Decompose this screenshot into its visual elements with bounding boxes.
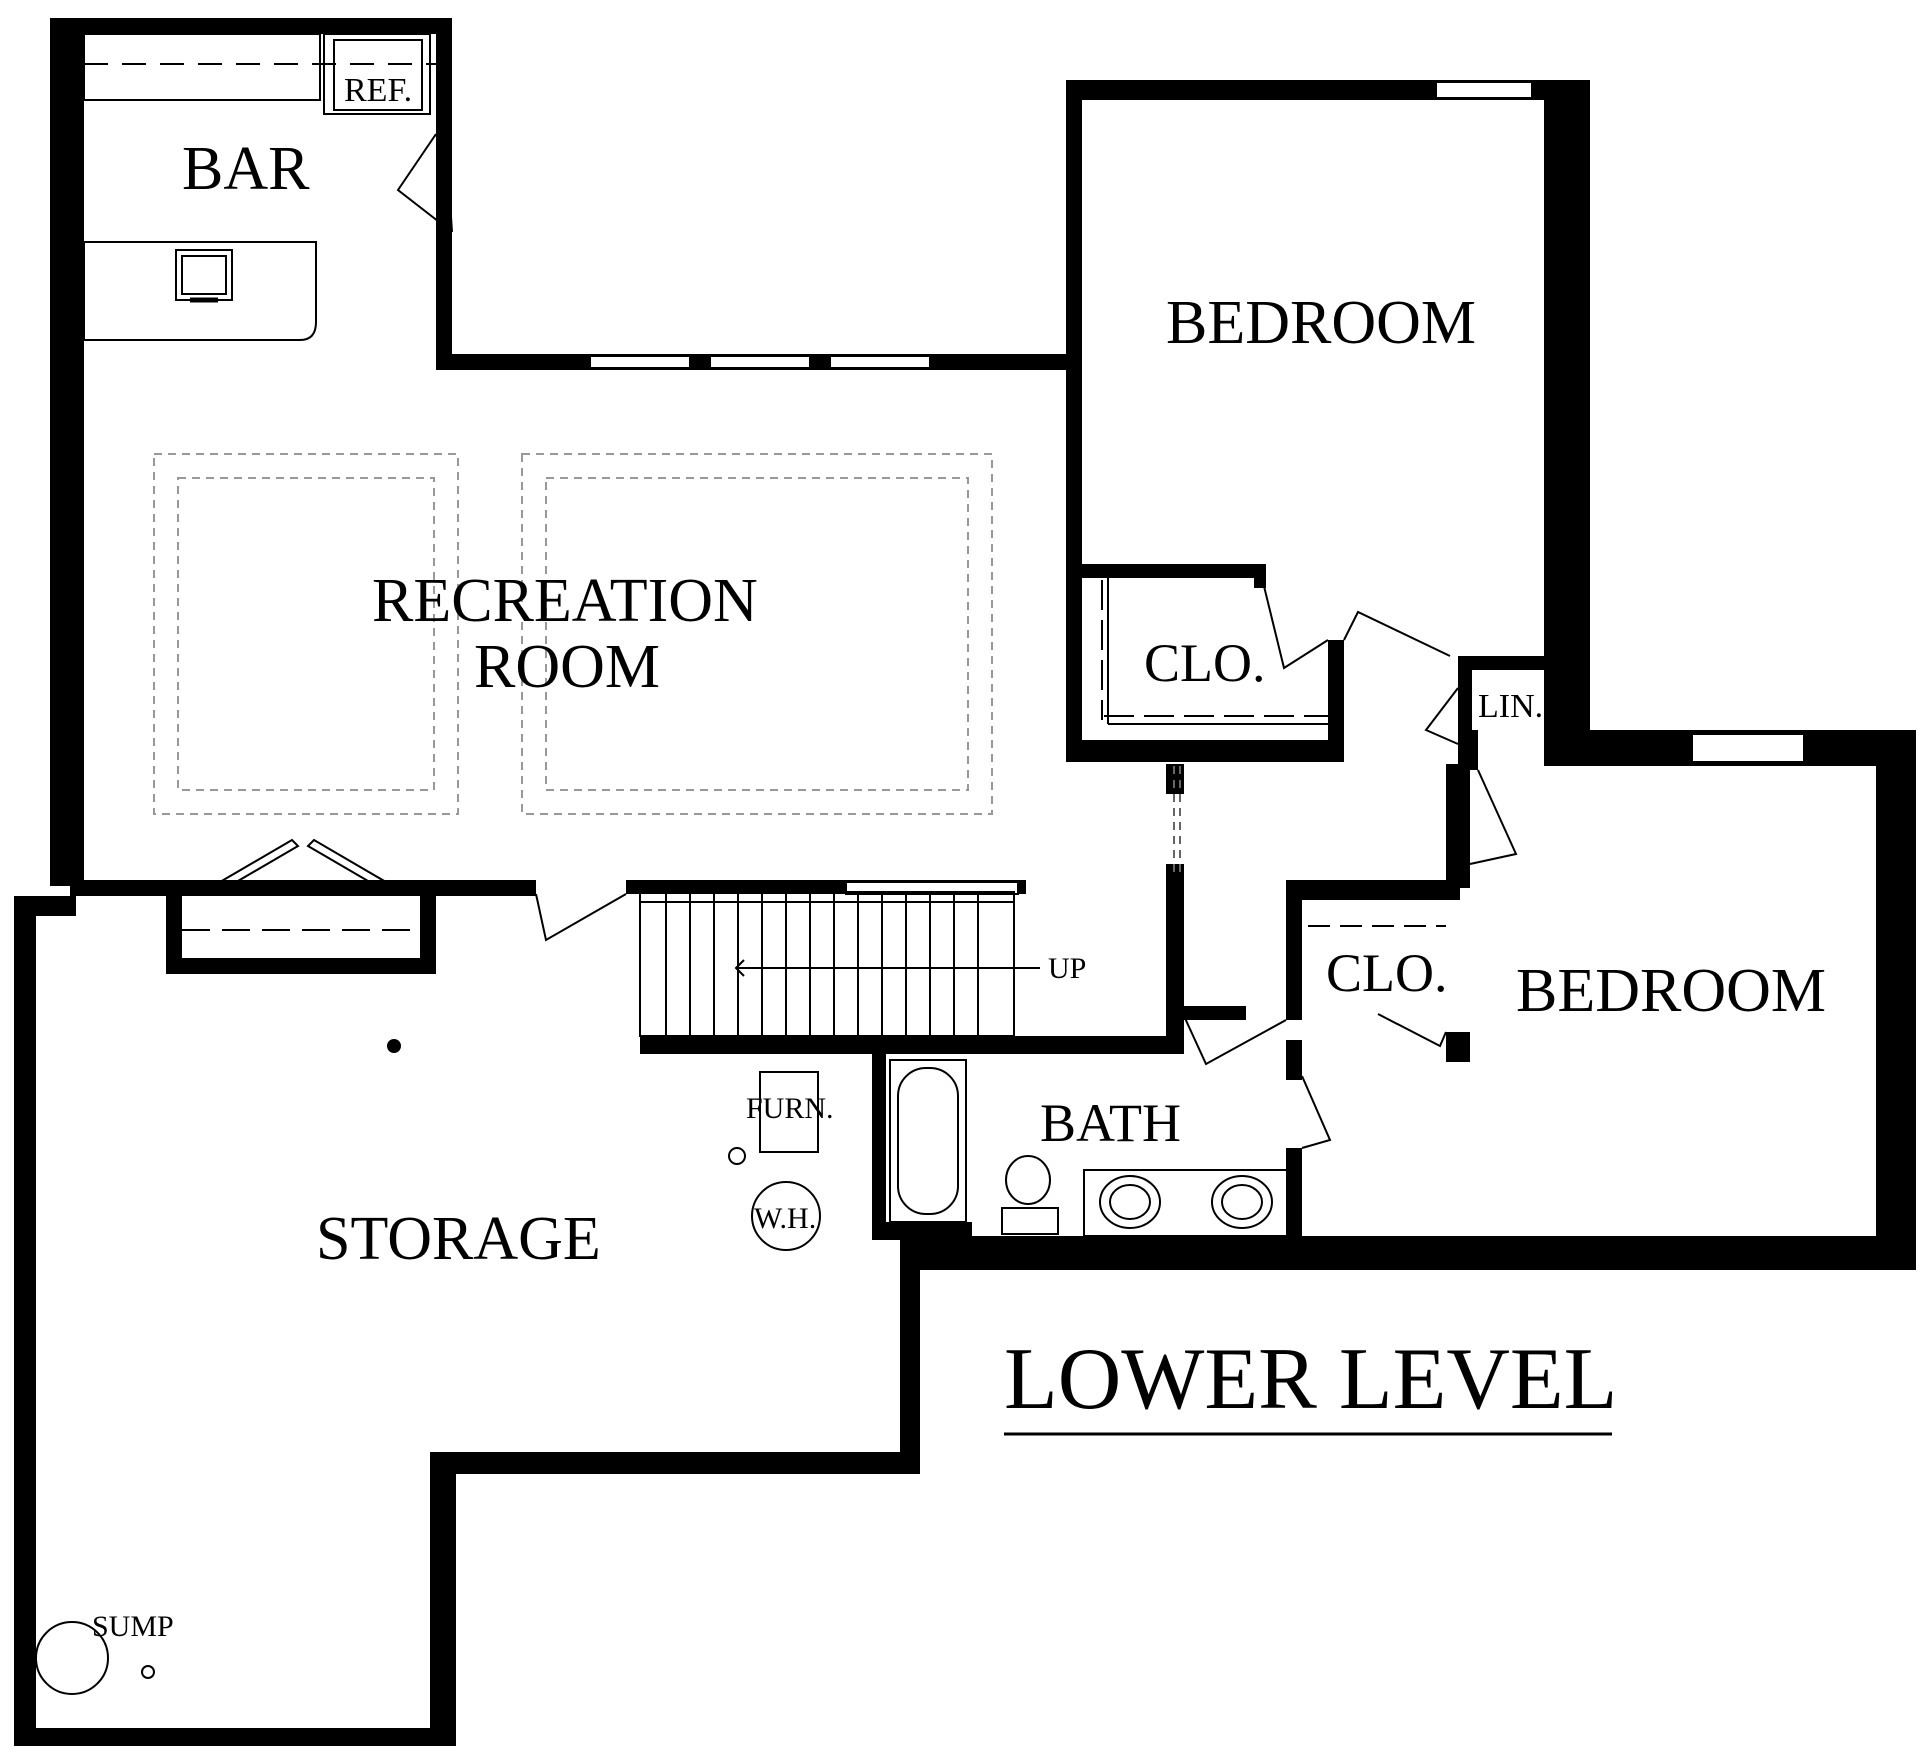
room-label-storage: STORAGE xyxy=(316,1205,601,1273)
rec-room-zones xyxy=(153,453,1181,874)
room-label-bar: BAR xyxy=(182,135,310,203)
label-water-heater: W.H. xyxy=(754,1202,817,1235)
floor-drain xyxy=(387,1039,401,1053)
room-label-closet-right: CLO. xyxy=(1326,943,1448,1003)
closet-shelves xyxy=(182,578,1446,931)
room-label-recreation-2: ROOM xyxy=(474,633,661,701)
bath-fixtures xyxy=(889,1059,1291,1237)
bar-fixtures xyxy=(83,33,436,341)
room-label-closet-top: CLO. xyxy=(1144,633,1266,693)
room-label-bedroom-top: BEDROOM xyxy=(1166,289,1477,357)
label-stairs-up: UP xyxy=(1048,952,1087,985)
room-label-bath: BATH xyxy=(1040,1093,1182,1153)
plan-title: LOWER LEVEL xyxy=(1004,1331,1618,1428)
label-furnace: FURN. xyxy=(746,1092,834,1125)
label-sump: SUMP xyxy=(92,1610,174,1643)
room-label-bedroom-right: BEDROOM xyxy=(1516,957,1827,1025)
mechanical xyxy=(35,1071,821,1695)
windows xyxy=(589,81,1805,895)
exterior-walls xyxy=(14,18,1916,1746)
label-linen: LIN. xyxy=(1478,688,1544,725)
label-ref: REF. xyxy=(344,72,413,109)
room-label-recreation-1: RECREATION xyxy=(372,567,758,635)
stairs xyxy=(639,891,1040,1037)
doors xyxy=(219,133,1518,1149)
